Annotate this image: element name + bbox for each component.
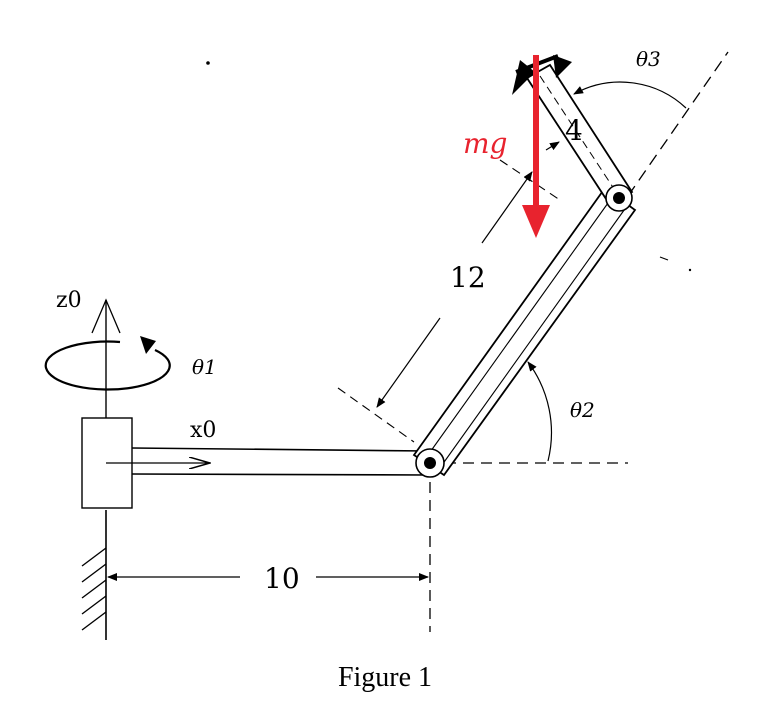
theta2-arc xyxy=(527,361,553,462)
z0-label: z0 xyxy=(56,288,82,313)
link-3 xyxy=(525,63,634,207)
link3-dimension xyxy=(545,141,560,151)
link-2 xyxy=(412,186,637,477)
link3-length-label: 4 xyxy=(565,114,583,147)
base-length-label: 10 xyxy=(264,562,300,595)
x0-label: x0 xyxy=(190,418,216,443)
link2-dimension xyxy=(337,159,561,443)
theta1-label: θ1 xyxy=(192,355,217,379)
mg-force-arrow xyxy=(522,55,550,238)
link2-length-label: 12 xyxy=(450,261,486,294)
theta2-label: θ2 xyxy=(570,398,595,422)
end-effector xyxy=(512,54,572,95)
speck-2 xyxy=(688,268,692,272)
theta3-label: θ3 xyxy=(636,47,661,71)
speck-1 xyxy=(206,61,210,65)
link-1 xyxy=(131,447,429,476)
theta3-arc xyxy=(573,81,687,109)
z0-axis xyxy=(91,298,121,420)
weight-label: mg xyxy=(463,127,507,160)
figure-caption: Figure 1 xyxy=(338,662,432,693)
joint-3-pin xyxy=(605,184,633,212)
theta3-reference-line xyxy=(627,51,729,197)
theta1-rotation-arrow xyxy=(44,336,171,391)
speck-3 xyxy=(659,256,669,261)
ground-wall xyxy=(81,510,107,640)
joint-2-pin xyxy=(415,448,445,478)
